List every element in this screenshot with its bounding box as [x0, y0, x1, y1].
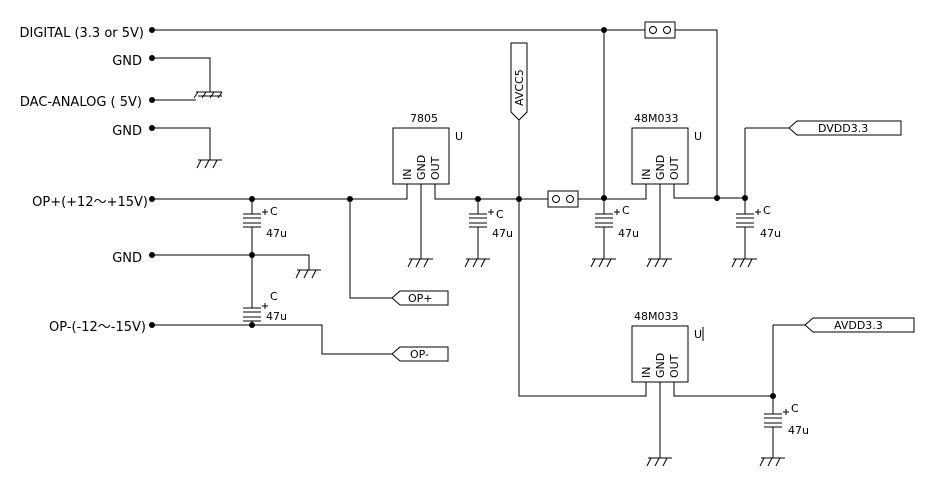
regdig-ref: U [694, 130, 702, 143]
port-digital-label: DIGITAL (3.3 or 5V) [20, 26, 145, 41]
reg7805-ref: U [455, 130, 463, 143]
net-label-dvdd: DVDD3.3 [788, 120, 902, 136]
cap-c3-ref: C [496, 208, 504, 221]
regulator-7805: 7805 U IN GND OUT [392, 112, 463, 185]
net-dvdd-text: DVDD3.3 [818, 122, 868, 135]
cap-c5-value: 47u [760, 227, 781, 240]
reg7805-pin-out: OUT [429, 156, 442, 180]
regana-pin-out: OUT [668, 354, 681, 378]
port-gnd2-label: GND [112, 124, 142, 139]
port-opn-label: OP-(-12～-15V) [49, 320, 146, 335]
cap-c5-ref: C [763, 204, 771, 217]
cap-c1-ref: C [270, 205, 278, 218]
port-dots [149, 27, 155, 328]
wires [152, 29, 805, 458]
regdig-part: 48M033 [634, 112, 678, 125]
regana-ref: U [694, 328, 702, 341]
regana-pin-in: IN [640, 367, 653, 378]
port-dac-label: DAC-ANALOG ( 5V) [20, 95, 142, 110]
net-avdd-text: AVDD3.3 [834, 319, 883, 332]
capacitor-symbols [243, 209, 789, 428]
regulator-48m033-digital: 48M033 U IN GND OUT [631, 112, 702, 185]
ground-symbols [193, 91, 785, 467]
net-label-opn: OP- [391, 346, 449, 362]
cap-c4-value: 47u [618, 227, 639, 240]
reg7805-pin-in: IN [401, 169, 414, 180]
reg7805-pin-gnd: GND [415, 155, 428, 180]
net-avcc5-text: AVCC5 [513, 69, 526, 106]
regana-part: 48M033 [634, 310, 678, 323]
port-opp-label: OP+(+12～+15V) [32, 195, 148, 210]
net-label-avcc5: AVCC5 [510, 42, 528, 121]
net-label-opp: OP+ [391, 290, 449, 306]
cap-c2-ref: C [270, 290, 278, 303]
regdig-pin-out: OUT [668, 156, 681, 180]
regana-pin-gnd: GND [654, 353, 667, 378]
net-opn-text: OP- [410, 348, 429, 361]
port-gnd1-label: GND [112, 54, 142, 69]
regulator-48m033-analog: 48M033 U IN GND OUT [631, 310, 704, 383]
regdig-pin-gnd: GND [654, 155, 667, 180]
junction-dots [249, 27, 776, 399]
cap-c2-value: 47u [266, 310, 287, 323]
cap-c4-ref: C [622, 204, 630, 217]
reg7805-part: 7805 [410, 112, 438, 125]
jumper-mid [547, 190, 579, 208]
cap-c6-value: 47u [788, 424, 809, 437]
net-opp-text: OP+ [408, 292, 433, 305]
cap-c1-value: 47u [266, 227, 287, 240]
jumper-top [644, 21, 676, 39]
cap-c3-value: 47u [492, 227, 513, 240]
port-gnd3-label: GND [112, 251, 142, 266]
cap-c6-ref: C [791, 402, 799, 415]
net-label-avdd: AVDD3.3 [804, 317, 915, 333]
regdig-pin-in: IN [640, 169, 653, 180]
